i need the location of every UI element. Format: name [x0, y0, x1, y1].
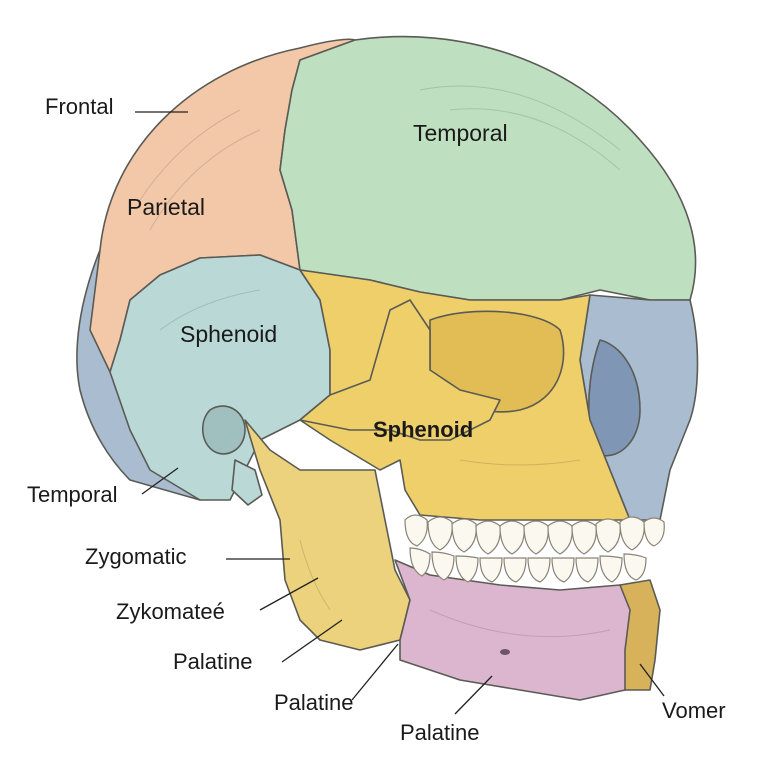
- label-zygomatic: Zygomatic: [85, 544, 187, 569]
- leader-palatine-1: [281, 619, 343, 663]
- label-zykomatee: Zykomateé: [116, 599, 225, 624]
- label-palatine-3: Palatine: [400, 720, 480, 745]
- label-parietal: Parietal: [127, 194, 205, 220]
- leader-temporal-left: [141, 467, 179, 495]
- shading-lines: [139, 85, 621, 638]
- leader-palatine-3: [454, 675, 493, 715]
- label-sphenoid-side: Sphenoid: [180, 321, 278, 347]
- label-vomer: Vomer: [662, 698, 726, 723]
- leader-palatine-2: [351, 643, 399, 701]
- vomer-bone: [619, 579, 661, 691]
- label-sphenoid-face: Sphenoid: [373, 417, 474, 442]
- lower-teeth: [409, 547, 647, 583]
- leader-zykomatee: [259, 577, 319, 611]
- label-palatine-2: Palatine: [274, 690, 354, 715]
- label-palatine-1: Palatine: [173, 649, 253, 674]
- label-frontal: Frontal: [45, 94, 114, 119]
- orbit-dark: [587, 339, 641, 457]
- ear-opening: [201, 405, 246, 455]
- leader-vomer: [639, 663, 665, 697]
- label-temporal-top: Temporal: [413, 120, 508, 146]
- leader-lines: [135, 111, 665, 715]
- upper-teeth: [404, 514, 665, 555]
- mastoid: [231, 459, 263, 506]
- mental-foramen: [500, 649, 510, 655]
- temporal-bone-top: [279, 35, 697, 301]
- sphenoid-bone-side: [109, 254, 331, 501]
- zygomatic-arch: [299, 299, 501, 441]
- label-temporal-left: Temporal: [27, 482, 118, 507]
